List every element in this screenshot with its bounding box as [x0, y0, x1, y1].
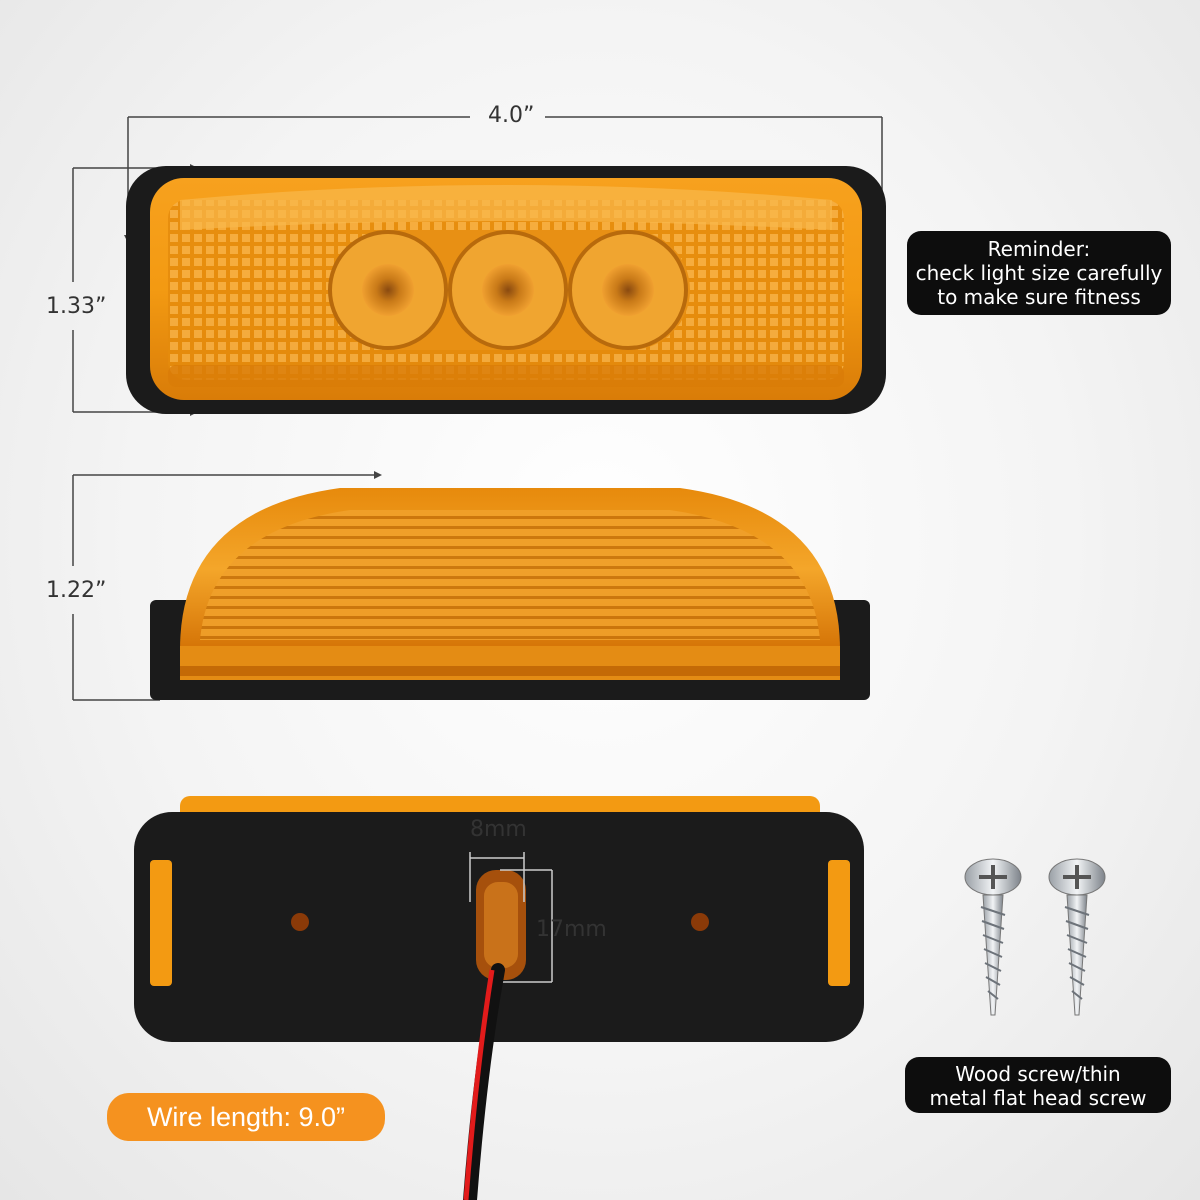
screw-icon — [964, 858, 1022, 1016]
led-group — [328, 230, 688, 350]
slot-height-label: 17mm — [536, 917, 607, 942]
reminder-note: Reminder: check light size carefully to … — [907, 231, 1171, 315]
screw-note-line-2: metal flat head screw — [929, 1086, 1147, 1110]
marker-light-top-view — [126, 166, 886, 414]
side-height-dimension-label: 1.22” — [46, 578, 107, 603]
reminder-line-2: check light size carefully — [915, 261, 1163, 285]
right-tab — [828, 860, 850, 986]
reminder-line-1: Reminder: — [987, 237, 1091, 261]
marker-light-side-view — [150, 488, 870, 700]
left-screw-hole — [291, 913, 309, 931]
right-screw-hole — [691, 913, 709, 931]
screw-note-line-1: Wood screw/thin — [955, 1062, 1121, 1086]
screws — [964, 858, 1106, 1016]
screw-icon — [1048, 858, 1106, 1016]
top-height-dimension-label: 1.33” — [46, 294, 107, 319]
screw-note: Wood screw/thin metal flat head screw — [905, 1057, 1171, 1113]
left-tab — [150, 860, 172, 986]
slot-width-label: 8mm — [470, 817, 527, 842]
wire — [463, 963, 505, 1200]
reminder-line-3: to make sure fitness — [937, 285, 1141, 309]
wire-length-label: Wire length: 9.0” — [107, 1093, 385, 1141]
width-dimension-label: 4.0” — [488, 103, 535, 128]
marker-light-back-view — [134, 796, 864, 1042]
